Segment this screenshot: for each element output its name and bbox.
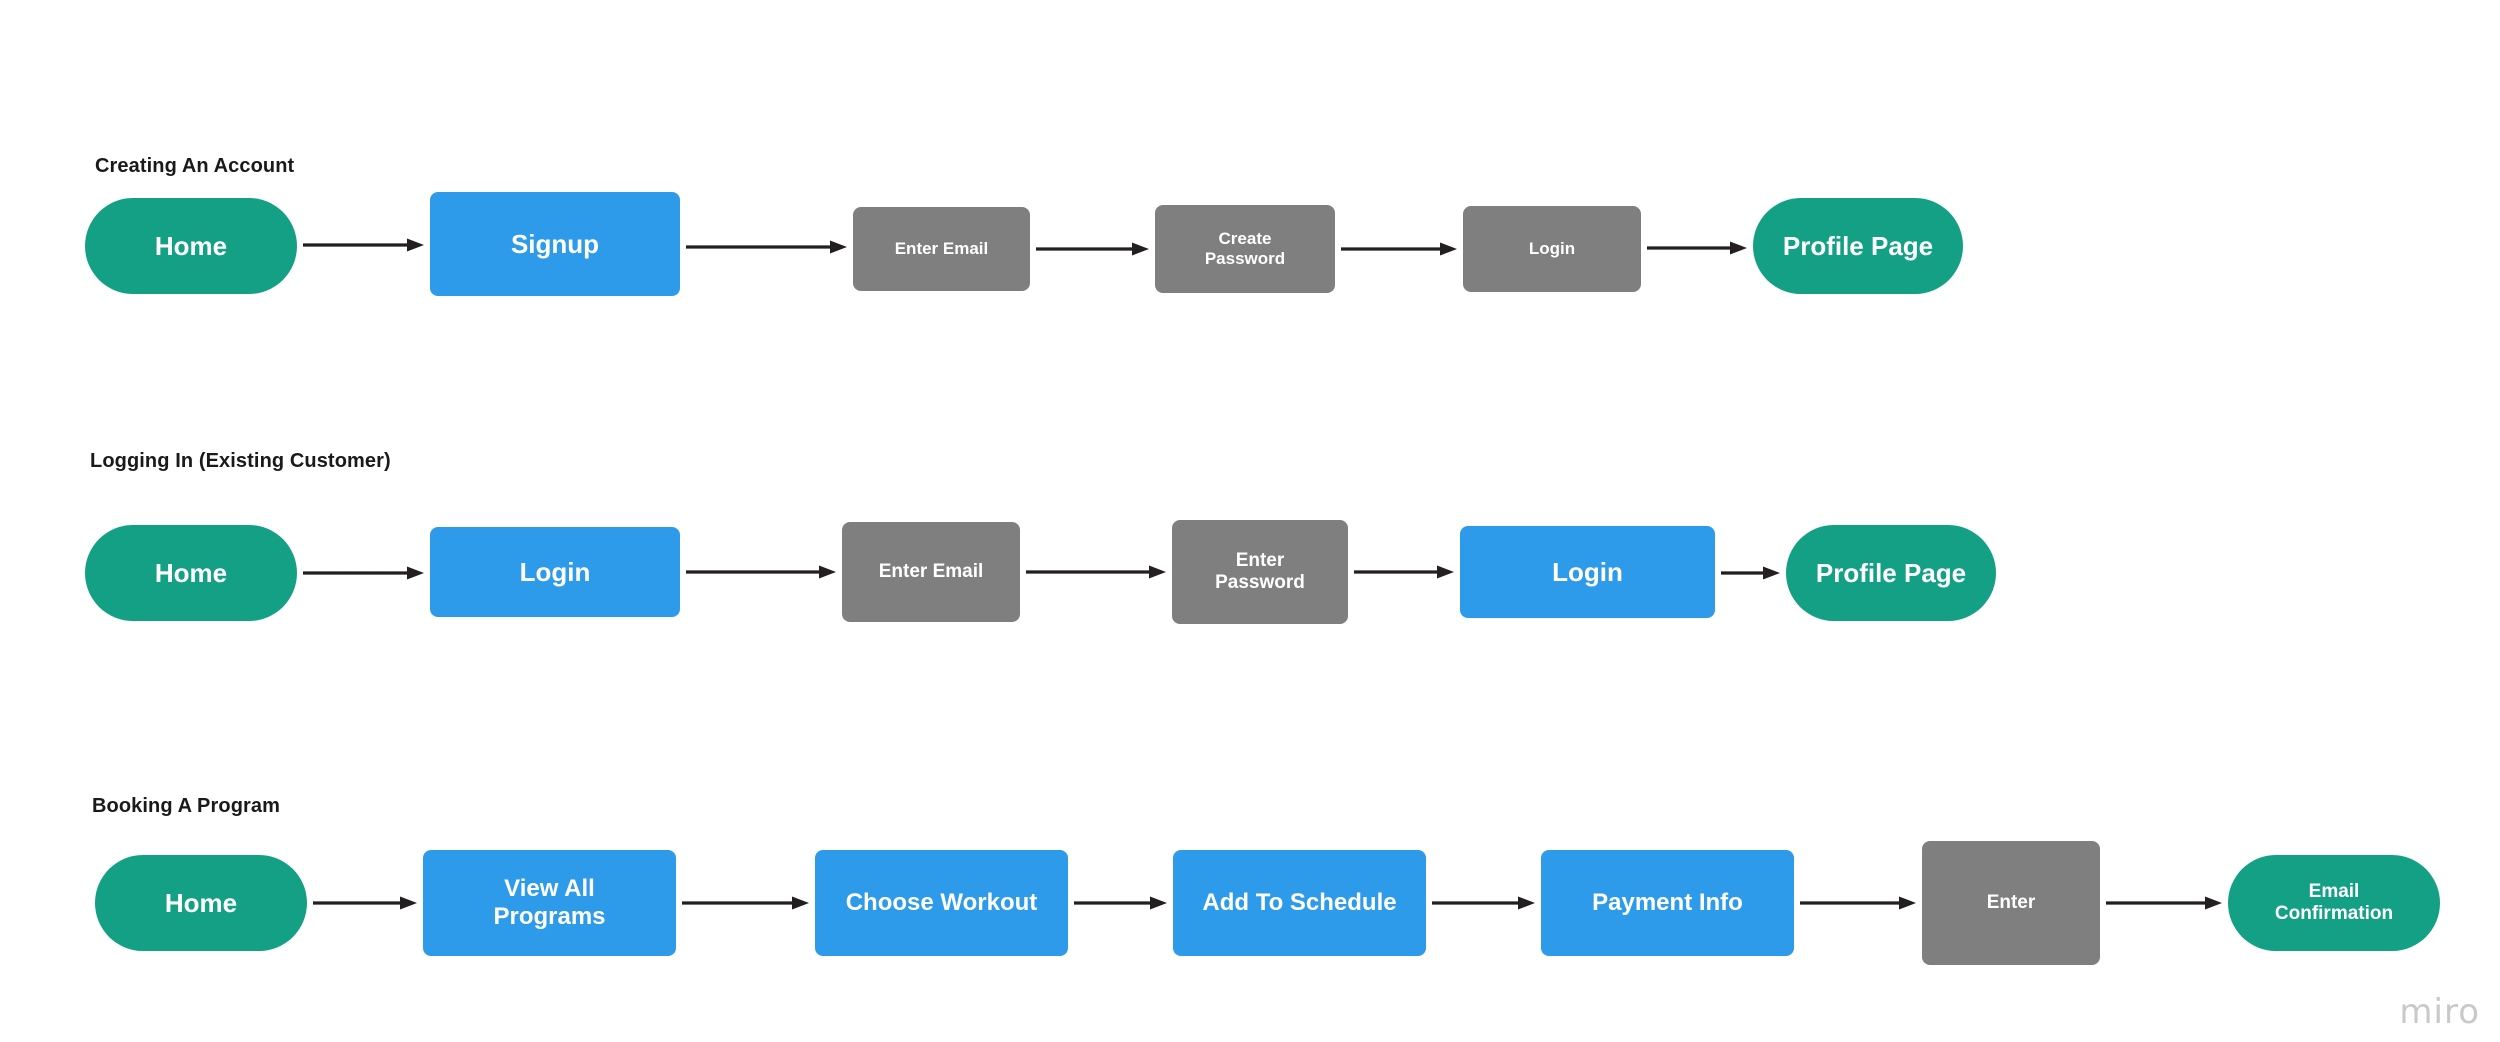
flow-node-creating-an-account-home[interactable]: Home [85,198,297,294]
flow-arrow-booking-a-program-6 [2106,894,2222,914]
flow-node-logging-in-existing-customer-profile-page[interactable]: Profile Page [1786,525,1996,621]
flow-node-label: Login [519,556,591,587]
flow-node-creating-an-account-login[interactable]: Login [1463,206,1641,292]
flow-arrow-booking-a-program-1 [313,894,417,914]
flow-node-booking-a-program-choose-workout[interactable]: Choose Workout [815,850,1068,956]
miro-watermark: miro [2399,992,2480,1032]
flow-node-label: Enter Email [894,239,989,259]
flow-node-label: Home [154,230,228,261]
flow-node-logging-in-existing-customer-home[interactable]: Home [85,525,297,621]
flow-arrow-logging-in-existing-customer-2 [686,563,836,583]
flow-node-creating-an-account-signup[interactable]: Signup [430,192,680,296]
flow-node-creating-an-account-create-password[interactable]: Create Password [1155,205,1335,293]
flow-node-label: Create Password [1204,229,1286,268]
flow-arrow-logging-in-existing-customer-4 [1354,563,1454,583]
flow-arrow-booking-a-program-5 [1800,894,1916,914]
flow-node-booking-a-program-view-all-programs[interactable]: View All Programs [423,850,676,956]
flow-arrow-creating-an-account-4 [1341,240,1457,260]
flow-node-logging-in-existing-customer-enter-password[interactable]: Enter Password [1172,520,1348,624]
flow-node-label: Enter Email [878,560,984,582]
flow-arrow-creating-an-account-3 [1036,240,1149,260]
flow-title-creating-an-account: Creating An Account [95,155,295,177]
flow-arrow-booking-a-program-4 [1432,894,1535,914]
flow-node-label: Enter [1986,891,2036,913]
flow-arrow-creating-an-account-2 [686,238,847,258]
flow-node-label: Enter Password [1215,549,1305,593]
flow-arrow-creating-an-account-1 [303,236,424,256]
flow-node-label: Signup [510,228,600,259]
flow-node-creating-an-account-enter-email[interactable]: Enter Email [853,207,1030,291]
flow-node-label: Payment Info [1592,889,1743,917]
flow-node-logging-in-existing-customer-login[interactable]: Login [1460,526,1715,618]
flow-node-logging-in-existing-customer-login[interactable]: Login [430,527,680,617]
flow-node-booking-a-program-add-to-schedule[interactable]: Add To Schedule [1173,850,1426,956]
flow-arrow-booking-a-program-3 [1074,894,1167,914]
flow-arrow-booking-a-program-2 [682,894,809,914]
flow-node-booking-a-program-enter[interactable]: Enter [1922,841,2100,965]
flow-node-label: Home [154,557,228,588]
flow-node-booking-a-program-home[interactable]: Home [95,855,307,951]
flow-arrow-creating-an-account-5 [1647,239,1747,259]
flow-node-label: Login [1528,239,1576,259]
flow-node-booking-a-program-payment-info[interactable]: Payment Info [1541,850,1794,956]
flow-node-label: View All Programs [493,875,606,930]
flow-title-booking-a-program: Booking A Program [92,795,281,817]
flow-node-label: Choose Workout [845,889,1038,917]
flow-node-label: Add To Schedule [1202,889,1397,917]
flow-node-label: Email Confirmation [2274,880,2394,924]
flow-node-booking-a-program-email-confirmation[interactable]: Email Confirmation [2228,855,2440,951]
flow-node-label: Profile Page [1815,557,1967,588]
flow-node-label: Profile Page [1782,230,1934,261]
flow-node-logging-in-existing-customer-enter-email[interactable]: Enter Email [842,522,1020,622]
flow-node-creating-an-account-profile-page[interactable]: Profile Page [1753,198,1963,294]
flow-title-logging-in-existing-customer: Logging In (Existing Customer) [90,450,391,472]
flow-arrow-logging-in-existing-customer-3 [1026,563,1166,583]
flow-arrow-logging-in-existing-customer-1 [303,564,424,584]
flow-node-label: Login [1552,556,1623,587]
flow-arrow-logging-in-existing-customer-5 [1721,564,1780,584]
flow-node-label: Home [164,887,238,918]
